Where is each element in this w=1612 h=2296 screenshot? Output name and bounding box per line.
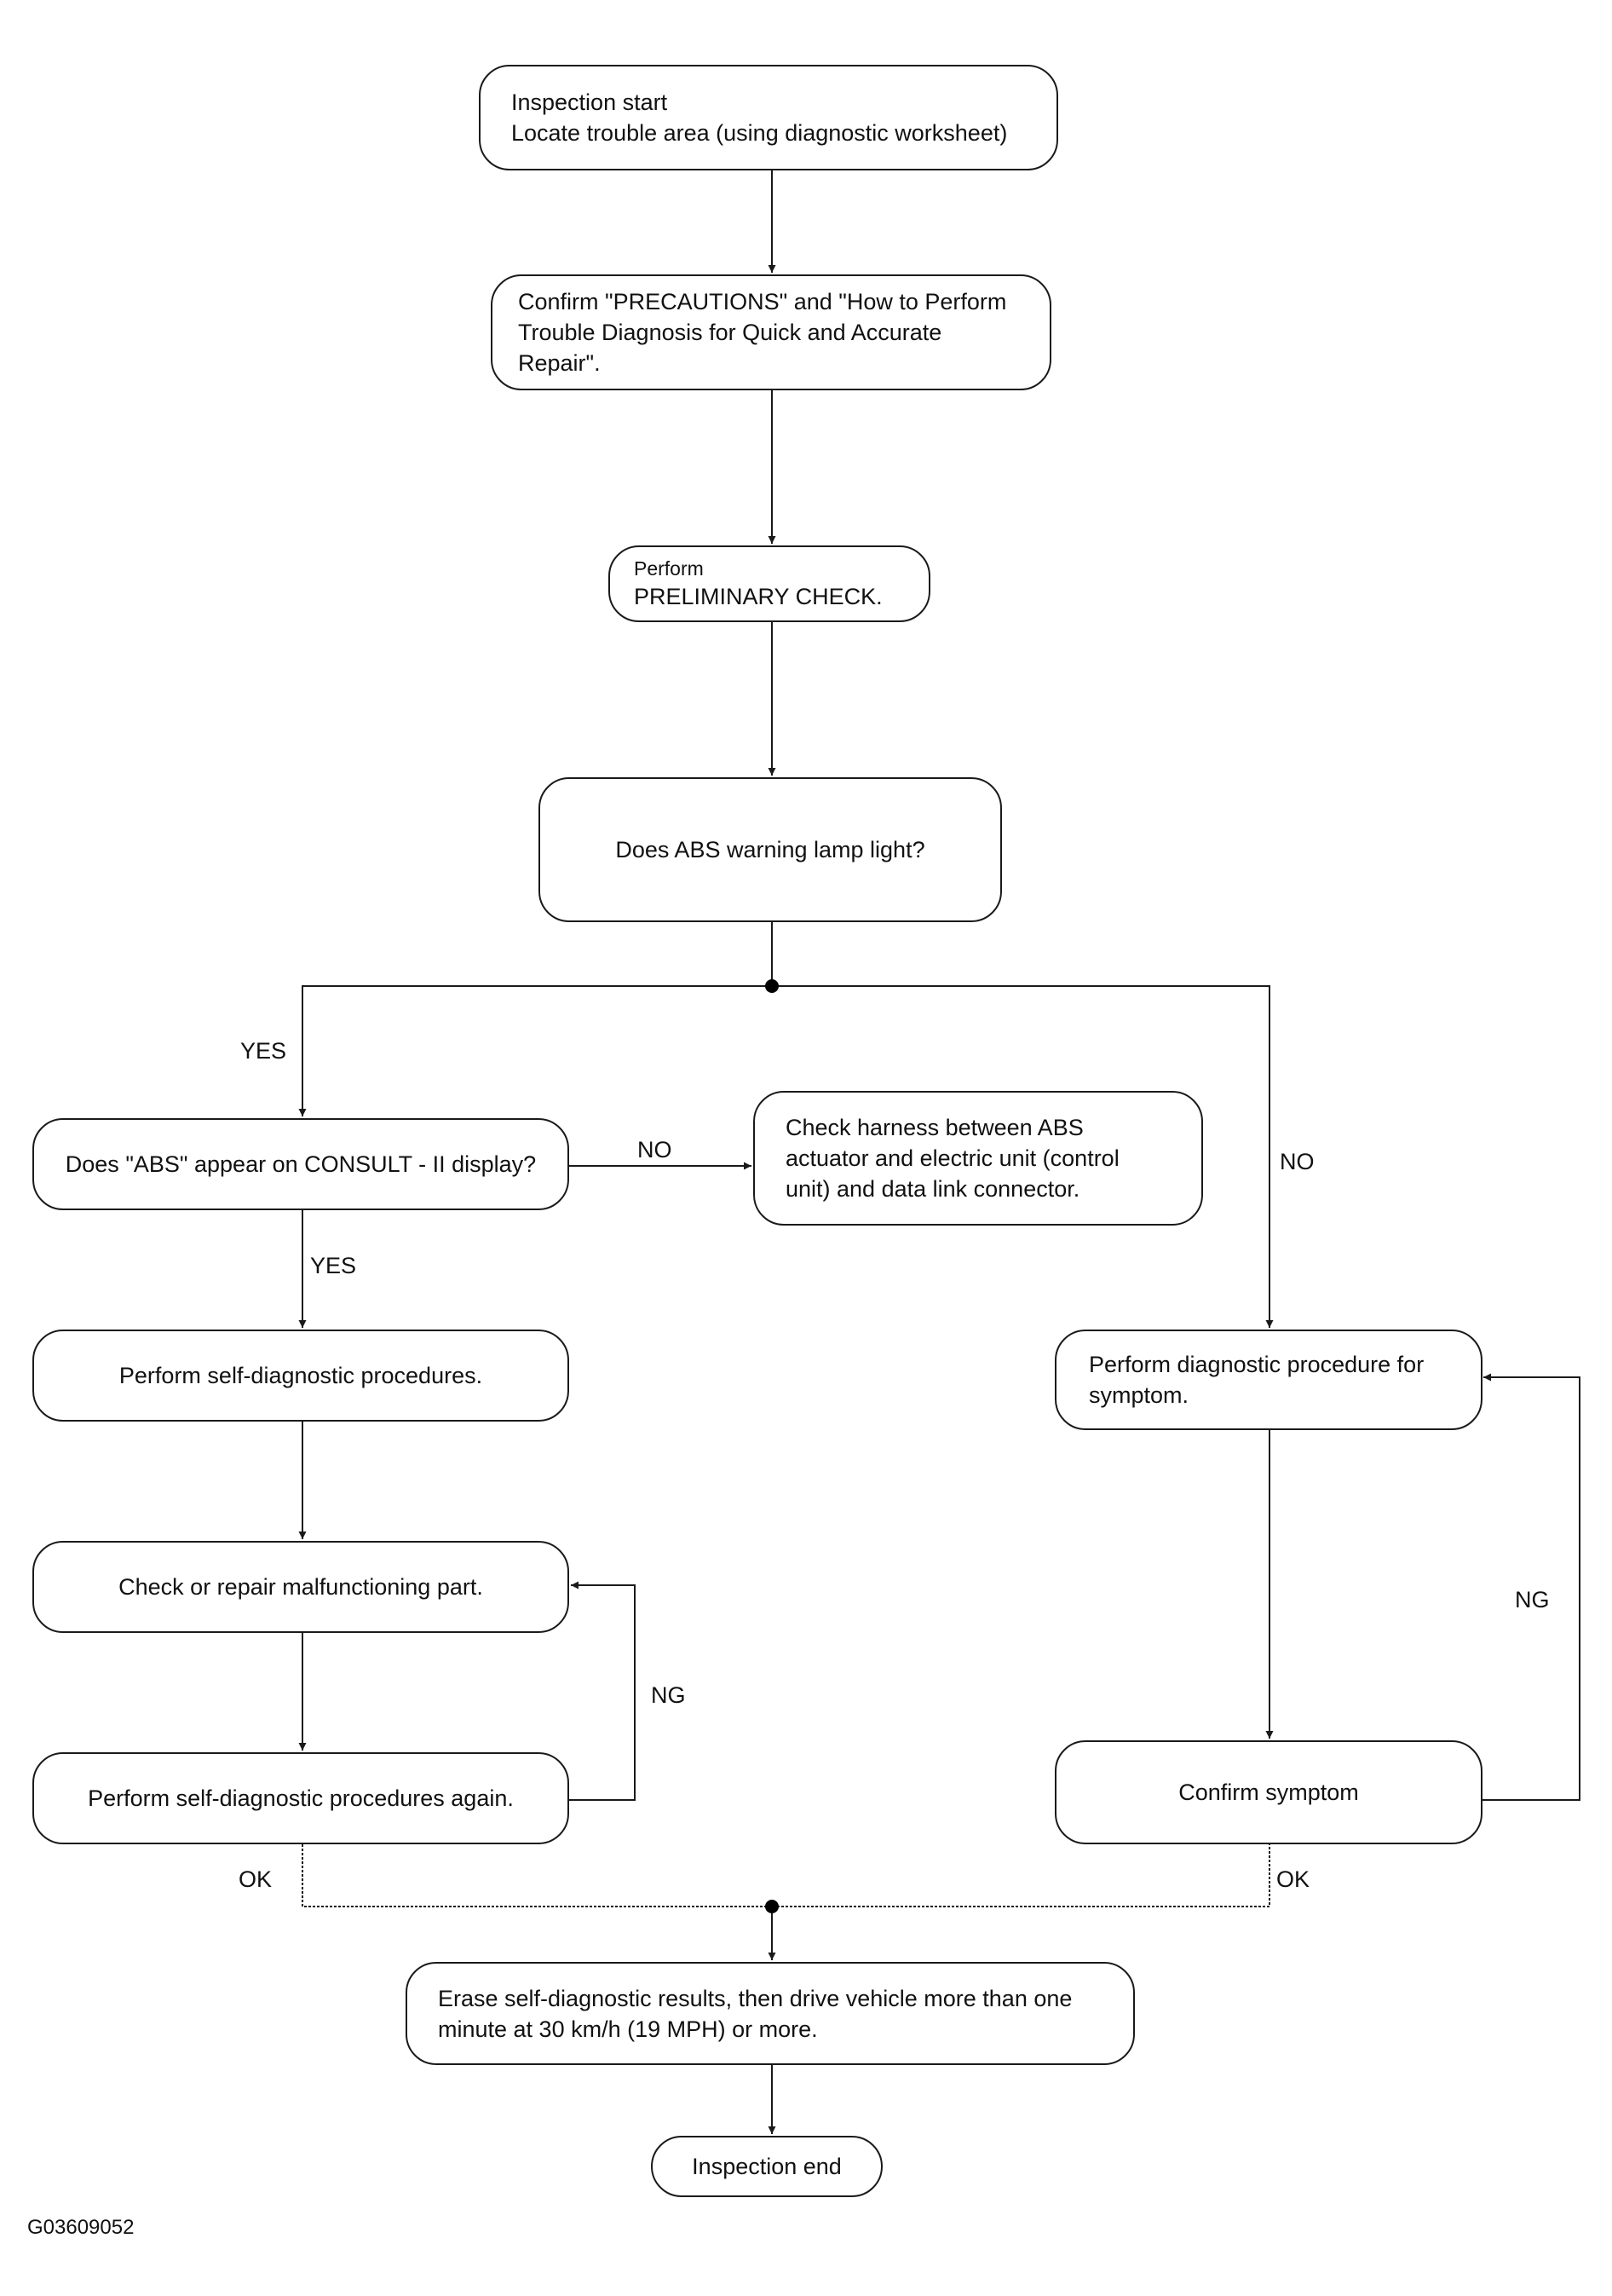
preliminary-perform-text: Perform (634, 557, 704, 580)
consult-question: Does "ABS" appear on CONSULT - II displa… (65, 1151, 537, 1177)
symptom-procedure-text: Perform diagnostic procedure for symptom… (1089, 1352, 1425, 1408)
check-harness-box: Check harness between ABS actuator and e… (753, 1091, 1203, 1226)
right-ng-label: NG (1515, 1587, 1550, 1612)
check-harness-text: Check harness between ABS actuator and e… (786, 1115, 1120, 1202)
self-diagnostic-again-box: Perform self-diagnostic procedures again… (32, 1752, 569, 1844)
edge-ok-merge (302, 1844, 1270, 1907)
inspection-end-text: Inspection end (692, 2154, 842, 2179)
consult-yes-label: YES (310, 1253, 357, 1278)
left-ng-label: NG (651, 1682, 686, 1708)
merge-junction-dot (765, 1900, 779, 1913)
inspection-start-title: Inspection start (511, 89, 668, 115)
erase-results-text: Erase self-diagnostic results, then driv… (438, 1985, 1073, 2042)
right-ok-label: OK (1276, 1866, 1310, 1892)
erase-results-box: Erase self-diagnostic results, then driv… (406, 1962, 1135, 2065)
symptom-procedure-box: Perform diagnostic procedure for symptom… (1055, 1330, 1482, 1430)
abs-lamp-decision-box: Does ABS warning lamp light? (538, 777, 1002, 922)
self-diagnostic-text: Perform self-diagnostic procedures. (118, 1363, 483, 1388)
precautions-box: Confirm "PRECAUTIONS" and "How to Perfor… (491, 274, 1051, 390)
lamp-yes-label: YES (240, 1038, 287, 1064)
confirm-symptom-text: Confirm symptom (1178, 1780, 1359, 1805)
inspection-start-subtitle: Locate trouble area (using diagnostic wo… (511, 120, 1008, 146)
self-diagnostic-again-text: Perform self-diagnostic procedures again… (88, 1785, 514, 1811)
abs-lamp-question: Does ABS warning lamp light? (615, 837, 925, 862)
edge-junction-no (772, 985, 1274, 1328)
branch-junction-dot (765, 979, 779, 993)
edge-again-ng-loop (569, 1581, 636, 1801)
consult-no-label: NO (637, 1137, 672, 1162)
repair-part-box: Check or repair malfunctioning part. (32, 1541, 569, 1633)
precautions-text: Confirm "PRECAUTIONS" and "How to Perfor… (518, 289, 1007, 376)
preliminary-check-text: PRELIMINARY CHECK. (634, 584, 883, 609)
edge-junction-yes (298, 985, 772, 1116)
inspection-end-box: Inspection end (651, 2136, 883, 2197)
self-diagnostic-box: Perform self-diagnostic procedures. (32, 1330, 569, 1422)
repair-part-text: Check or repair malfunctioning part. (118, 1574, 483, 1600)
lamp-no-label: NO (1280, 1149, 1315, 1174)
left-ok-label: OK (239, 1866, 273, 1892)
edge-confirm-ng-loop (1482, 1373, 1580, 1801)
consult-decision-box: Does "ABS" appear on CONSULT - II displa… (32, 1118, 569, 1210)
figure-code: G03609052 (27, 2216, 135, 2239)
confirm-symptom-box: Confirm symptom (1055, 1740, 1482, 1844)
